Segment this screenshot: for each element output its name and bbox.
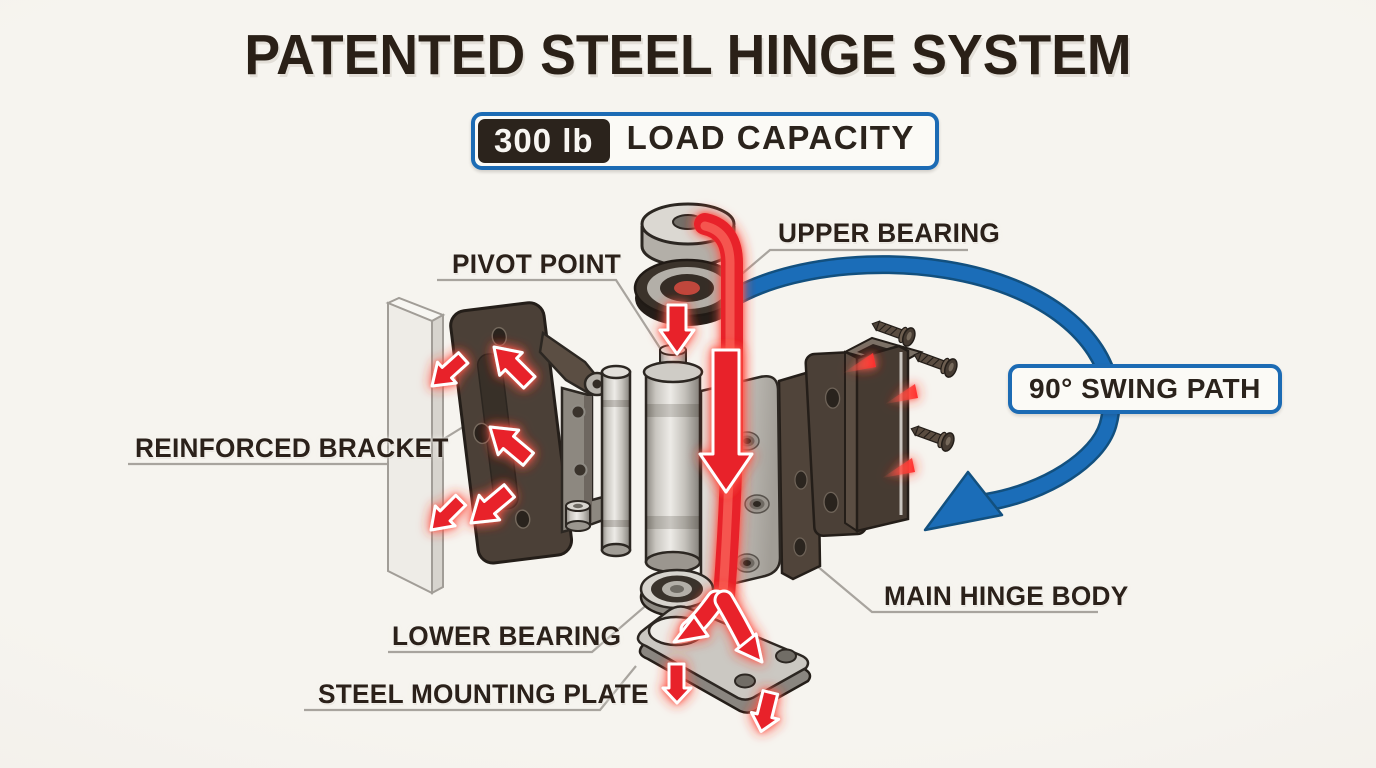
force-arrow-exit: [749, 689, 781, 733]
page-title: PATENTED STEEL HINGE SYSTEM: [244, 23, 1132, 87]
leader-steel-mounting-plate: [304, 665, 637, 712]
leaf-holes: [734, 431, 770, 573]
swing-arc: [721, 255, 1121, 532]
force-arrow-main: [698, 348, 754, 494]
plate-hole: [775, 648, 797, 664]
upper-bearing: [633, 258, 741, 326]
label-reinforced-bracket: REINFORCED BRACKET: [135, 433, 449, 463]
swing-arrowhead: [923, 470, 1004, 532]
label-steel-mounting-plate: STEEL MOUNTING PLATE: [318, 679, 649, 709]
force-arrow-wall: [429, 493, 468, 532]
socket-screw: [570, 404, 586, 420]
capacity-value: 300 lb: [478, 119, 610, 163]
lower-bearing: [639, 568, 715, 618]
force-arrow-wall: [430, 351, 470, 388]
force-arrow-exit: [661, 662, 693, 705]
label-main-hinge-body: MAIN HINGE BODY: [884, 581, 1129, 611]
force-split-arrows: [661, 589, 781, 733]
barrel-collar: [642, 360, 704, 384]
force-arrow-pivot: [658, 303, 696, 356]
capacity-label: LOAD CAPACITY: [626, 119, 915, 156]
force-arrows: [429, 303, 754, 532]
force-arrow-bracket: [492, 345, 537, 390]
channel-bracket: [804, 336, 924, 538]
bracket-arm: [538, 330, 616, 534]
force-arrow-bracket: [488, 425, 535, 467]
mounting-screws: [843, 320, 958, 478]
label-lower-bearing: LOWER BEARING: [392, 621, 622, 651]
socket-screw: [572, 462, 588, 478]
label-upper-bearing: UPPER BEARING: [778, 218, 1001, 248]
hinge-pin: [600, 364, 632, 558]
leader-lower-bearing: [388, 601, 651, 654]
screw: [913, 351, 958, 378]
screw: [871, 320, 916, 347]
main-hinge-barrel: [642, 344, 704, 574]
label-pivot-point: PIVOT POINT: [452, 249, 622, 279]
leader-pivot-point: [437, 278, 661, 349]
screw-streaks: [843, 353, 918, 478]
force-arrow-bracket: [469, 483, 516, 525]
swing-path-badge: 90° SWING PATH: [1008, 364, 1282, 414]
load-capacity-badge: 300 lb LOAD CAPACITY: [471, 112, 939, 170]
plate-hole: [734, 673, 756, 689]
retainer-pin: [565, 500, 591, 532]
steel-mounting-plate: [636, 605, 812, 714]
screw: [910, 425, 955, 452]
